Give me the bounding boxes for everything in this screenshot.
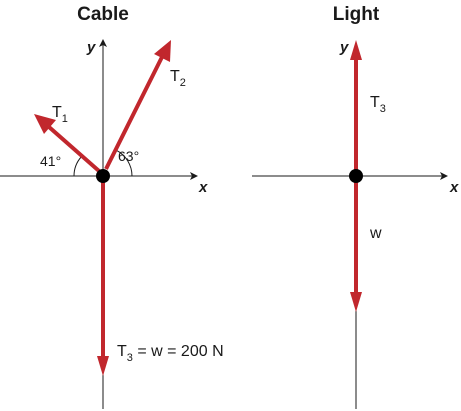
cable-t3-arrowhead	[97, 356, 109, 376]
cable-x-label: x	[198, 179, 208, 196]
cable-title: Cable	[77, 4, 129, 25]
cable-t2-vector	[104, 56, 164, 170]
cable-diagram: Cable x y 41° 63° T1 T2 T3 = w = 200 N	[0, 4, 224, 409]
light-origin-point	[349, 169, 363, 183]
cable-angle-arc-right	[115, 149, 133, 177]
cable-t2-arrowhead	[154, 40, 171, 62]
light-x-label: x	[449, 179, 459, 196]
light-w-arrowhead	[350, 292, 362, 312]
cable-angle-left: 41°	[40, 153, 61, 169]
cable-t1-vector	[47, 125, 101, 173]
cable-angle-arc-left	[73, 156, 82, 177]
cable-t2-label: T2	[170, 68, 186, 89]
cable-t3-label: T3 = w = 200 N	[117, 343, 224, 364]
light-y-label: y	[339, 39, 349, 56]
light-t3-label: T3	[370, 94, 386, 115]
light-w-label: w	[369, 225, 382, 242]
cable-angle-right: 63°	[118, 148, 139, 164]
light-title: Light	[333, 4, 380, 25]
cable-t1-label: T1	[52, 104, 68, 125]
cable-origin-point	[96, 169, 110, 183]
light-t3-arrowhead	[350, 40, 362, 60]
cable-y-label: y	[86, 39, 96, 56]
light-diagram: Light x y T3 w	[252, 4, 459, 409]
cable-t1-arrowhead	[34, 114, 56, 134]
